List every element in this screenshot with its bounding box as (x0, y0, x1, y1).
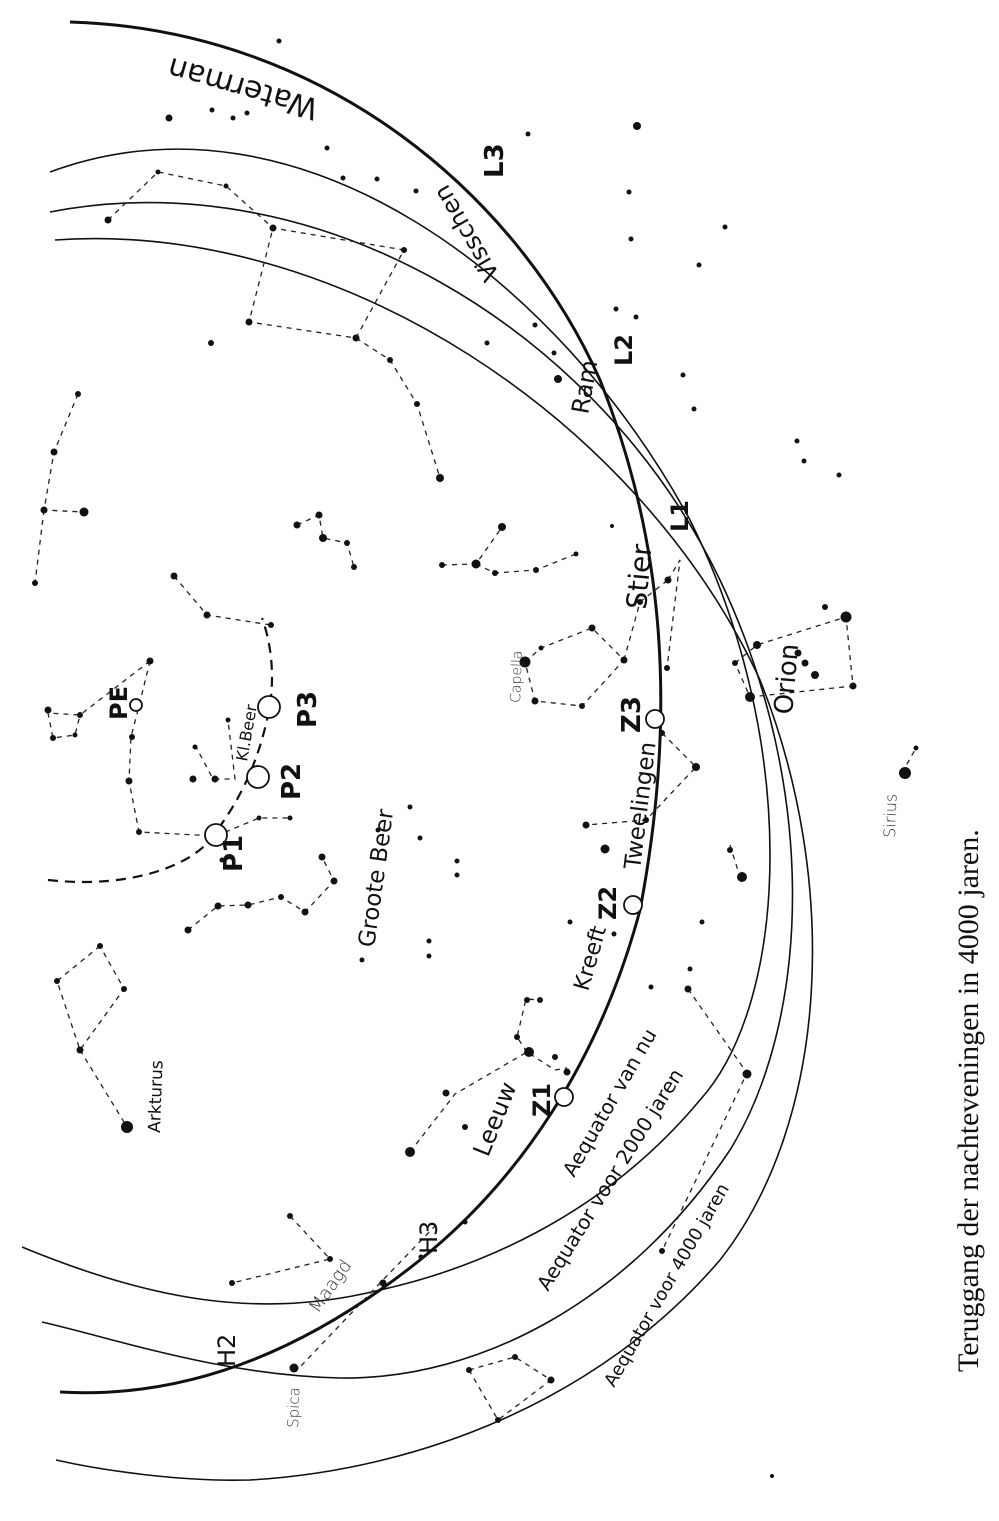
ecliptic-arc (59, 20, 663, 1395)
equator-4000-arc (54, 237, 814, 1482)
z2-marker (623, 895, 643, 915)
label-kl-beer: Kl.Beer (232, 703, 261, 763)
label-visschen: Visschen (428, 180, 505, 286)
z1-marker (554, 1087, 574, 1107)
label-arkturus: Arkturus (145, 1060, 168, 1133)
label-maagd: Maagd (305, 1256, 357, 1317)
stars (32, 38, 919, 1478)
label-sirius: Sirius (880, 793, 901, 838)
label-P3: P3 (293, 691, 323, 728)
p1-marker (204, 823, 228, 847)
pole-path-dashed (47, 617, 274, 884)
label-L2: L2 (610, 334, 638, 366)
pe-marker (129, 698, 143, 712)
label-Z2: Z2 (594, 886, 622, 920)
z3-marker (645, 709, 665, 729)
label-orion: Orion (769, 642, 805, 715)
label-waterman: Waterman (164, 50, 322, 126)
p3-marker (257, 695, 281, 719)
label-kreeft: Kreeft (570, 923, 612, 994)
label-P2: P2 (277, 763, 307, 800)
p2-marker (246, 765, 270, 789)
label-P1: P1 (219, 835, 249, 872)
label-Z1: Z1 (528, 1083, 556, 1117)
label-Z3: Z3 (617, 696, 647, 733)
equator-2000-arc (41, 201, 794, 1379)
label-PE: PE (105, 686, 133, 720)
label-capella: Capella (508, 650, 526, 703)
label-spica: Spica (284, 1387, 303, 1428)
equator-now-arc (21, 148, 771, 1305)
label-H2: H2 (213, 1334, 241, 1367)
pole-markers (129, 695, 665, 1107)
figure-caption: Teruggang der nachteveningen in 4000 jar… (952, 829, 985, 1372)
label-H3: H3 (415, 1221, 443, 1254)
label-L1: L1 (666, 500, 694, 532)
label-ram: Ram (566, 358, 603, 416)
label-groote-beer: Groote Beer (354, 807, 399, 949)
label-leeuw: Leeuw (468, 1078, 523, 1160)
label-equator-4000: Aequator voor 4000 jaren (600, 1180, 734, 1391)
label-stier: Stier (620, 542, 659, 610)
label-L3: L3 (480, 143, 510, 178)
